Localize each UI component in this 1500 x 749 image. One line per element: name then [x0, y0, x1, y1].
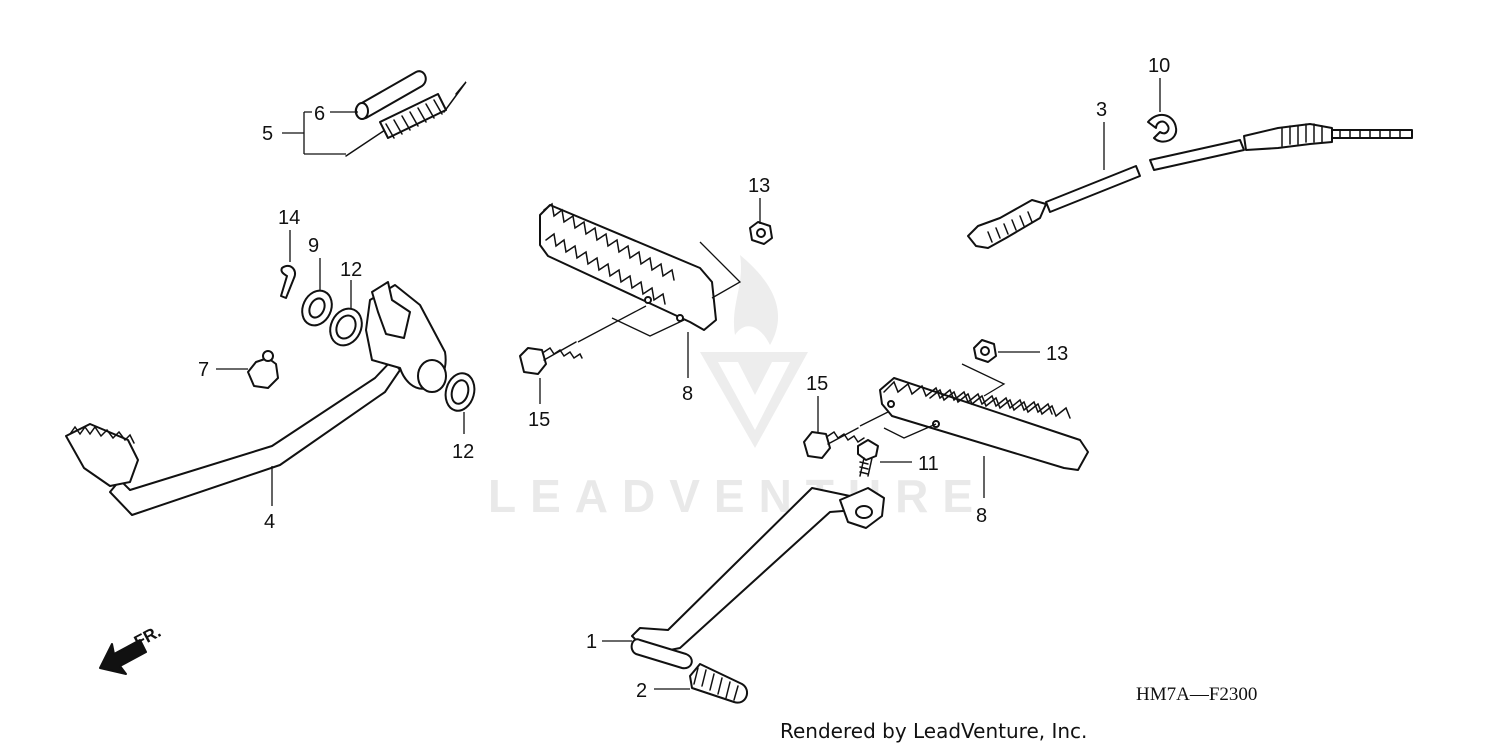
- callout-13-upper: 13: [748, 175, 770, 197]
- callout-5: 5: [262, 123, 273, 145]
- watermark: LEADVENTURE: [488, 255, 987, 522]
- gearshift-peg: [630, 638, 693, 670]
- callout-13-lower: 13: [1046, 343, 1068, 365]
- leader-5-bracket: [282, 111, 346, 155]
- roller-end: [355, 102, 369, 120]
- callout-15-lower: 15: [806, 373, 828, 395]
- gearshift-lever: [630, 487, 885, 704]
- bolt-9-shank: [859, 457, 873, 477]
- footpeg-upper-teeth-bottom: [545, 232, 666, 305]
- callout-6: 6: [314, 103, 325, 125]
- spring-coil-lines: [385, 99, 443, 139]
- cable-lower-boot: [967, 199, 1047, 249]
- watermark-logo-shape: [700, 352, 808, 448]
- callout-15-upper: 15: [528, 409, 550, 431]
- bolt-15-upper: [519, 347, 547, 375]
- nut-13-lower-hole: [980, 346, 990, 356]
- clip-11: [1147, 113, 1178, 143]
- pivot-hole: [417, 359, 447, 393]
- shift-rubber-ribs: [693, 667, 739, 701]
- cable-sheath: [1045, 165, 1141, 213]
- footpeg-upper-guide: [611, 241, 742, 337]
- front-direction-indicator: FR.: [99, 622, 164, 675]
- footpeg-lower-teeth-top: [883, 380, 1053, 415]
- grease-fitting-nipple: [262, 350, 274, 362]
- cable-thread-lines: [1339, 129, 1401, 139]
- footpeg-lower: [879, 363, 1089, 471]
- cable-lower-ribs: [987, 211, 1033, 243]
- callout-3: 3: [1096, 99, 1107, 121]
- callout-4: 4: [264, 511, 275, 533]
- nut-13-upper-hole: [756, 228, 766, 238]
- diagram-code: HM7A—F2300: [1136, 684, 1257, 705]
- callout-12-lower: 12: [452, 441, 474, 463]
- footpeg-lower-hole-a: [887, 400, 895, 408]
- fasteners-upper: [519, 221, 773, 375]
- gearshift-clamp-hole: [855, 505, 873, 519]
- watermark-flame-shape: [733, 255, 779, 345]
- cable-assembly: [967, 113, 1413, 249]
- footpeg-lower-guide: [883, 363, 1006, 439]
- spring-assembly: [345, 70, 467, 157]
- bolt-15-upper-guide: [577, 305, 647, 343]
- footpeg-upper-hole-b: [676, 314, 684, 322]
- cotter-pin: [280, 264, 296, 299]
- render-credit: Rendered by LeadVenture, Inc.: [780, 719, 1087, 743]
- callout-8-lower: 8: [976, 505, 987, 527]
- callout-11: 10: [1148, 55, 1170, 77]
- callout-2: 2: [636, 680, 647, 702]
- cable-threaded-end: [1331, 129, 1413, 139]
- footpeg-upper-body: [539, 204, 717, 331]
- callout-14: 14: [278, 207, 300, 229]
- shift-rubber-2: [689, 663, 749, 704]
- cable-adjuster-ribs: [1281, 123, 1323, 147]
- bolt-9: [857, 439, 879, 461]
- bolt-15-upper-shank: [543, 341, 583, 361]
- oil-seal-12-upper-hole: [335, 314, 357, 340]
- leader-lines: [216, 78, 1161, 690]
- watermark-text: LEADVENTURE: [488, 470, 987, 522]
- footpeg-lower-teeth-bottom: [929, 388, 1071, 419]
- footpeg-upper-hole-a: [644, 296, 652, 304]
- footpeg-upper: [539, 202, 742, 337]
- brake-pedal-bracket: [371, 281, 411, 339]
- small-parts-left: [247, 264, 476, 412]
- callout-labels: 5 6 14 9 12 7 12 4 15 8 13 3 10 13 15 11…: [198, 55, 1170, 702]
- bolt-15-lower-guide: [859, 411, 889, 427]
- callout-10: 9: [308, 235, 319, 257]
- callout-9: 11: [918, 453, 939, 475]
- cable-upper-sheath: [1149, 139, 1245, 171]
- bolt-15-lower-shank: [827, 427, 865, 445]
- fasteners-lower: [803, 339, 997, 477]
- callout-1: 1: [586, 631, 597, 653]
- grease-fitting-7: [247, 357, 279, 389]
- washer-10-hole: [308, 297, 326, 319]
- callout-8-upper: 8: [682, 383, 693, 405]
- cable-adjuster-boot: [1243, 123, 1333, 151]
- callout-7: 7: [198, 359, 209, 381]
- front-arrow-icon: [99, 639, 147, 675]
- bolt-15-lower: [803, 431, 831, 459]
- footpad-teeth: [69, 425, 135, 444]
- callout-12-upper: 12: [340, 259, 362, 281]
- oil-seal-12-lower-hole: [450, 379, 470, 405]
- footpeg-upper-teeth-top: [543, 202, 675, 281]
- brake-pedal-footpad: [65, 423, 139, 487]
- brake-pedal: [65, 281, 447, 516]
